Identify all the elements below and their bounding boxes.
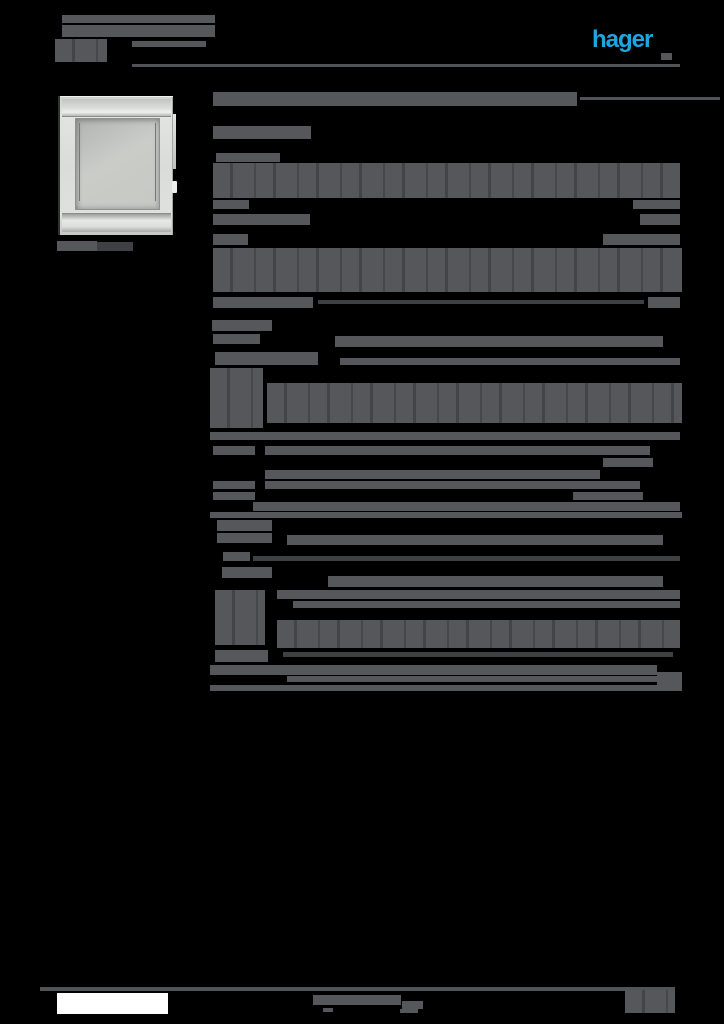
redacted-text-bar-specs-2 [253, 502, 680, 511]
redacted-text-bar-specs-2 [215, 352, 318, 365]
redacted-text-bar-specs-3 [328, 576, 663, 587]
redacted-text-bar-specs-2 [213, 492, 255, 500]
product-photo-enclosure [58, 96, 177, 235]
redacted-text-bar-specs-3 [287, 535, 663, 545]
redacted-text-bar-specs-1 [213, 214, 310, 225]
redacted-text-bar-specs-2 [265, 470, 600, 479]
redacted-text-bar-specs-2 [340, 358, 680, 365]
redacted-text-bar-specs-3 [223, 552, 250, 561]
redacted-text-bar-specs-2 [213, 334, 260, 344]
redacted-text-bar-specs-1 [648, 297, 680, 308]
footer-brand-box [57, 993, 168, 1014]
redacted-text-bar-specs-3 [222, 567, 272, 578]
enclosure-door-panel [75, 118, 160, 210]
redacted-text-bar-specs-1 [216, 153, 280, 162]
redacted-text-bar-title [213, 92, 577, 106]
redacted-text-bar-specs-1 [213, 297, 313, 308]
redacted-text-bar-footer [323, 1008, 333, 1012]
redacted-text-bar-title [580, 97, 720, 100]
redacted-text-bar-specs-3 [253, 556, 680, 561]
redacted-text-bar-header [55, 39, 107, 62]
enclosure-hinge [172, 181, 177, 193]
redacted-text-bar-specs-2 [603, 458, 653, 467]
hager-logo: hager [592, 26, 653, 53]
redacted-text-bar-specs-2 [265, 446, 650, 455]
redacted-text-bar-footer [313, 995, 401, 1005]
redacted-text-bar-photo-caption [57, 241, 97, 251]
redacted-text-bar-title [213, 126, 311, 139]
enclosure-bottom-bevel [62, 213, 171, 232]
redacted-text-bar-specs-3 [210, 685, 682, 691]
redacted-text-bar-specs-3 [283, 652, 673, 657]
redacted-text-bar-header [132, 41, 206, 47]
redacted-text-bar-specs-3 [210, 665, 657, 675]
redacted-text-bar-specs-3 [287, 676, 657, 682]
redacted-text-bar-specs-1 [603, 234, 680, 245]
redacted-text-bar-specs-2 [212, 320, 272, 331]
redacted-text-bar-specs-3 [217, 520, 272, 531]
redacted-text-bar-specs-2 [335, 336, 663, 347]
redacted-text-bar-photo-caption [97, 242, 133, 251]
redacted-text-bar-specs-2 [213, 481, 255, 489]
redacted-text-bar-specs-3 [277, 620, 680, 648]
redacted-text-bar-specs-1 [633, 200, 680, 209]
redacted-text-bar-specs-2 [573, 492, 643, 500]
redacted-text-bar-specs-1 [213, 248, 682, 292]
redacted-text-bar-specs-3 [277, 590, 680, 599]
redacted-text-bar-specs-3 [657, 672, 682, 685]
redacted-text-bar-specs-1 [213, 163, 680, 198]
enclosure-edge-highlight [173, 114, 176, 169]
redacted-text-bar-header [62, 25, 215, 37]
redacted-text-bar-header [62, 15, 215, 23]
redacted-text-bar-specs-2 [210, 368, 263, 428]
redacted-text-bar-logo-sub [661, 53, 672, 60]
redacted-text-bar-specs-1 [213, 234, 248, 245]
redacted-text-bar-specs-2 [210, 512, 682, 518]
redacted-text-bar-header [132, 64, 680, 67]
redacted-text-bar-specs-2 [265, 481, 640, 489]
redacted-text-bar-specs-3 [215, 650, 268, 662]
redacted-text-bar-specs-1 [213, 200, 249, 209]
redacted-text-bar-specs-3 [215, 590, 265, 645]
redacted-text-bar-footer [400, 1009, 418, 1013]
redacted-text-bar-specs-3 [293, 601, 680, 608]
redacted-text-bar-footer [402, 1001, 423, 1009]
redacted-text-bar-specs-1 [640, 214, 680, 225]
redacted-text-bar-specs-2 [210, 432, 680, 440]
redacted-text-bar-footer [625, 990, 675, 1013]
redacted-text-bar-specs-3 [217, 533, 272, 543]
redacted-text-bar-specs-1 [318, 300, 644, 304]
redacted-text-bar-specs-2 [267, 383, 682, 423]
enclosure-top-bevel [62, 99, 171, 117]
redacted-text-bar-specs-2 [213, 446, 255, 455]
redacted-text-bar-footer [40, 987, 675, 991]
